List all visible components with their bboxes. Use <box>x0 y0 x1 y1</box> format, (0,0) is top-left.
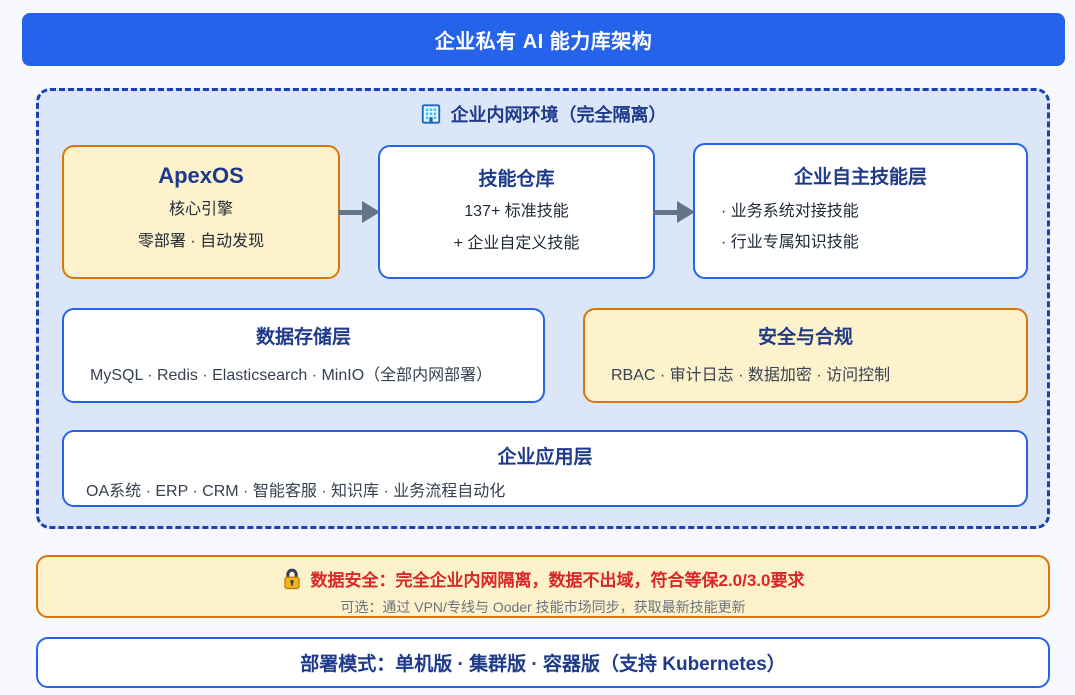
data-storage-title: 数据存储层 <box>255 327 351 348</box>
app-layer-body: OA系统 · ERP · CRM · 智能客服 · 知识库 · 业务流程自动化 <box>86 483 506 500</box>
intranet-panel-title: 企业内网环境（完全隔离） <box>450 105 667 125</box>
data-storage-box: 数据存储层 MySQL · Redis · Elasticsearch · Mi… <box>62 308 545 403</box>
app-layer-title: 企业应用层 <box>497 447 593 468</box>
flow-arrow-icon <box>653 201 695 223</box>
intranet-panel: 企业内网环境（完全隔离） ApexOS 核心引擎 零部署 · 自动发现 技能仓库… <box>36 88 1050 529</box>
skill-repo-box: 技能仓库 137+ 标准技能 + 企业自定义技能 <box>378 145 655 279</box>
security-compliance-box: 安全与合规 RBAC · 审计日志 · 数据加密 · 访问控制 <box>583 308 1028 403</box>
intranet-panel-header: 企业内网环境（完全隔离） <box>39 101 1047 127</box>
app-layer-box: 企业应用层 OA系统 · ERP · CRM · 智能客服 · 知识库 · 业务… <box>62 430 1028 507</box>
skill-repo-line1: 137+ 标准技能 <box>464 203 569 220</box>
deployment-banner: 部署模式：单机版 · 集群版 · 容器版（支持 Kubernetes） <box>36 637 1050 688</box>
apexos-line1: 核心引擎 <box>168 201 233 218</box>
page-title-text: 企业私有 AI 能力库架构 <box>434 31 653 53</box>
enterprise-skill-title: 企业自主技能层 <box>793 167 927 188</box>
data-security-sub-text: 可选：通过 VPN/专线与 Ooder 技能市场同步，获取最新技能更新 <box>340 599 746 615</box>
lock-icon <box>282 567 302 590</box>
apexos-line2: 零部署 · 自动发现 <box>137 233 265 250</box>
enterprise-skill-bullet1: · 业务系统对接技能 <box>721 203 859 220</box>
skill-repo-line2: + 企业自定义技能 <box>453 235 580 252</box>
security-compliance-body: RBAC · 审计日志 · 数据加密 · 访问控制 <box>611 367 891 384</box>
security-compliance-title: 安全与合规 <box>757 327 853 348</box>
page-title: 企业私有 AI 能力库架构 <box>22 13 1065 66</box>
enterprise-skill-box: 企业自主技能层 · 业务系统对接技能 · 行业专属知识技能 <box>693 143 1028 279</box>
apexos-box: ApexOS 核心引擎 零部署 · 自动发现 <box>62 145 340 279</box>
apexos-title: ApexOS <box>158 163 244 188</box>
data-storage-body: MySQL · Redis · Elasticsearch · MinIO（全部… <box>90 367 493 384</box>
data-security-banner: 数据安全：完全企业内网隔离，数据不出域，符合等保2.0/3.0要求 可选：通过 … <box>36 555 1050 618</box>
enterprise-skill-bullet2: · 行业专属知识技能 <box>721 234 859 251</box>
flow-arrow-icon <box>338 201 380 223</box>
office-building-icon <box>420 103 442 125</box>
deployment-banner-text: 部署模式：单机版 · 集群版 · 容器版（支持 Kubernetes） <box>300 654 786 675</box>
data-security-main-text: 数据安全：完全企业内网隔离，数据不出域，符合等保2.0/3.0要求 <box>310 571 805 590</box>
skill-repo-title: 技能仓库 <box>478 169 555 190</box>
